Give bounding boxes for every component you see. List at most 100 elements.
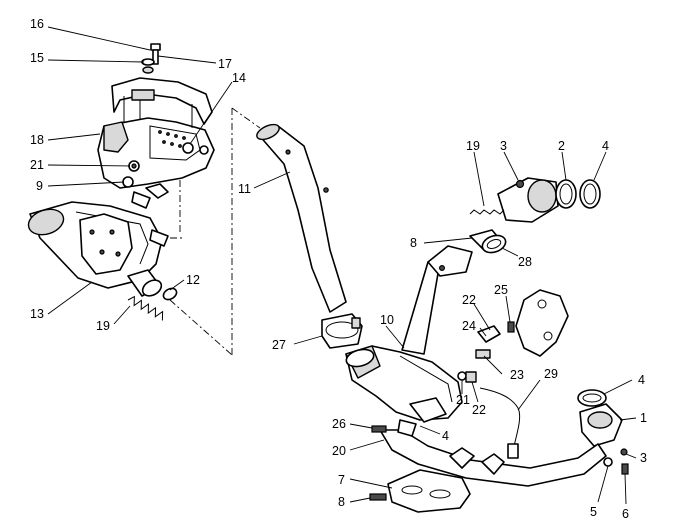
sensor-bracket — [457, 289, 569, 383]
pipe-11-stud — [323, 187, 329, 193]
section-line-top-tick — [231, 107, 261, 129]
leader-29 — [517, 379, 541, 411]
leader-15 — [47, 59, 145, 63]
muffler-rivet — [99, 249, 105, 255]
leader-10 — [385, 325, 405, 349]
leader-4a — [593, 151, 607, 181]
muffler-rivet — [89, 229, 95, 235]
leader-14 — [189, 81, 233, 145]
gasket-4-right — [577, 389, 607, 407]
right-flange-assembly — [577, 389, 629, 475]
leader-26 — [349, 423, 373, 429]
callout-16: 16 — [30, 17, 44, 31]
callout-4-upper: 4 — [602, 139, 609, 153]
lambda-sensor-29 — [479, 387, 521, 459]
callout-18: 18 — [30, 133, 44, 147]
collector-pipe-body — [379, 429, 607, 487]
leader-17 — [157, 55, 217, 64]
flange-2-opening — [527, 179, 557, 213]
leader-20 — [349, 439, 385, 451]
leader-18 — [47, 133, 101, 141]
callout-8-upper: 8 — [410, 236, 417, 250]
callout-9: 9 — [36, 179, 43, 193]
collector-pipe-20 — [371, 419, 607, 487]
callout-19-upper: 19 — [466, 139, 480, 153]
muffler-shield-panel — [79, 213, 133, 275]
frame-bracket-hole — [537, 299, 547, 309]
leader-11 — [253, 171, 291, 189]
callout-22-lower: 22 — [472, 403, 486, 417]
section-lines — [169, 107, 261, 358]
ring-28-inner — [486, 239, 502, 249]
bolt-16-head — [150, 43, 161, 51]
callout-12: 12 — [186, 273, 200, 287]
callout-4-lower: 4 — [442, 429, 449, 443]
vent-hole — [178, 144, 182, 148]
heat-shield-plate — [149, 125, 201, 161]
bolt-16-shank — [152, 49, 159, 65]
muffler-heat-shield — [97, 77, 215, 199]
sensor-connector — [507, 443, 519, 459]
callout-23: 23 — [510, 368, 524, 382]
riser-stud — [439, 265, 446, 272]
catalyst-seam — [399, 355, 453, 403]
pipe-11-stud — [285, 149, 291, 155]
leader-12 — [169, 279, 185, 291]
spring-19-upper — [469, 209, 505, 215]
nut-3 — [515, 179, 525, 189]
bolt-6 — [621, 463, 629, 475]
vent-hole — [170, 142, 174, 146]
callout-25: 25 — [494, 283, 508, 297]
callout-1: 1 — [640, 411, 647, 425]
leader-1 — [619, 417, 637, 421]
leader-2 — [561, 151, 567, 181]
heat-guard-slot — [429, 489, 451, 499]
grommet-14b — [199, 145, 209, 155]
gasket-12 — [162, 287, 178, 301]
callout-24: 24 — [462, 319, 476, 333]
leader-22a — [473, 303, 491, 331]
callout-13: 13 — [30, 307, 44, 321]
nut-22 — [465, 371, 477, 383]
callout-6: 6 — [622, 507, 629, 521]
leader-27 — [293, 335, 323, 345]
washer-5 — [603, 457, 613, 467]
pipe-11 — [256, 123, 347, 313]
callout-27: 27 — [272, 338, 286, 352]
section-line-lower — [169, 299, 233, 356]
muffler-clamp-bracket — [149, 229, 169, 247]
clamp-27-bolt-lug — [351, 317, 361, 329]
callout-20: 20 — [332, 444, 346, 458]
grommet-14 — [182, 142, 194, 154]
ring-28 — [481, 234, 507, 254]
sensor-wire — [479, 387, 521, 447]
leader-4c — [419, 425, 441, 435]
leader-28 — [501, 247, 519, 257]
leader-8a — [423, 237, 473, 244]
vent-hole — [158, 130, 162, 134]
catalyst-outlet-flange — [409, 397, 447, 423]
washer-21-hole — [131, 163, 137, 169]
catalyst-10 — [345, 245, 473, 423]
nut-9 — [122, 176, 134, 188]
collector-clamp — [449, 447, 475, 469]
leader-4b — [603, 379, 633, 395]
leader-8b — [349, 497, 371, 503]
gasket-4-inner — [583, 183, 597, 205]
callout-29: 29 — [544, 367, 558, 381]
heat-guard-7 — [369, 469, 471, 513]
frame-bracket-hole — [543, 331, 553, 341]
pipe-11-body — [257, 125, 347, 313]
muffler — [27, 191, 178, 301]
muffler-rivet — [109, 229, 115, 235]
callout-2: 2 — [558, 139, 565, 153]
spacer-17 — [142, 66, 154, 74]
gasket-2-inner — [559, 183, 573, 205]
muffler-end-cap — [27, 208, 65, 236]
gasket-4-right-inner — [582, 393, 602, 403]
frame-bracket — [515, 289, 569, 357]
clamp-27-ring — [325, 321, 359, 339]
callout-21-upper: 21 — [30, 158, 44, 172]
callout-5: 5 — [590, 505, 597, 519]
